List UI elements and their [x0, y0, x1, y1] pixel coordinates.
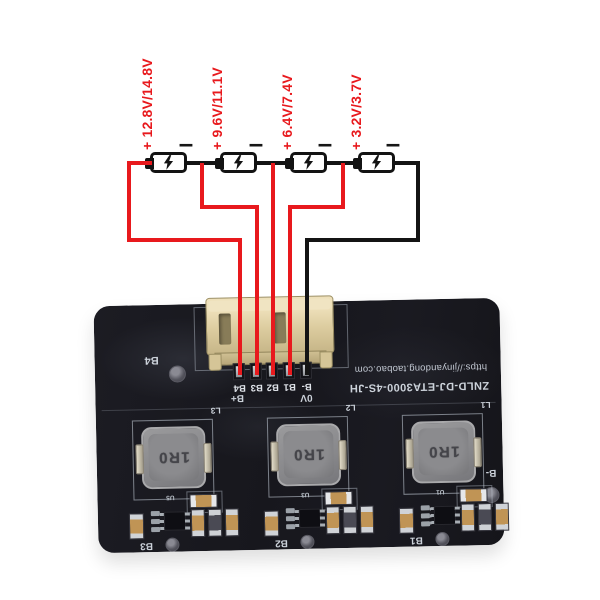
wire-red-b4 — [238, 238, 242, 375]
wire-red-b1 — [288, 205, 292, 375]
battery-positive-terminal — [215, 158, 224, 169]
series-link — [255, 160, 285, 165]
series-link — [185, 160, 215, 165]
battery-cell-1 — [353, 152, 395, 173]
wire-red-b3 — [255, 205, 259, 375]
wire-red-b4 — [127, 160, 131, 242]
battery-cell-2 — [285, 152, 327, 173]
battery-cell-3 — [215, 152, 257, 173]
wire-red-b2 — [271, 163, 275, 375]
wire-red-b1 — [288, 205, 345, 209]
wire-red-b4 — [127, 160, 152, 165]
wire-black-bminus — [393, 160, 420, 165]
battery-positive-terminal — [353, 158, 362, 169]
battery-pack-diagram: + 12.8V/14.8V + 9.6V/11.1V + 6.4V/7.4V +… — [139, 58, 400, 173]
wire-black-bminus — [305, 238, 309, 375]
wire-black-bminus — [416, 160, 420, 242]
lightning-icon — [163, 155, 174, 170]
wire-red-b1 — [341, 163, 345, 209]
battery-positive-terminal — [285, 158, 294, 169]
wire-red-b3 — [200, 205, 259, 209]
series-link — [325, 160, 353, 165]
lightning-icon — [371, 155, 382, 170]
lightning-icon — [303, 155, 314, 170]
wire-red-b4 — [127, 238, 242, 242]
wire-red-b3 — [200, 163, 204, 209]
wire-black-bminus — [305, 238, 420, 242]
lightning-icon — [233, 155, 244, 170]
